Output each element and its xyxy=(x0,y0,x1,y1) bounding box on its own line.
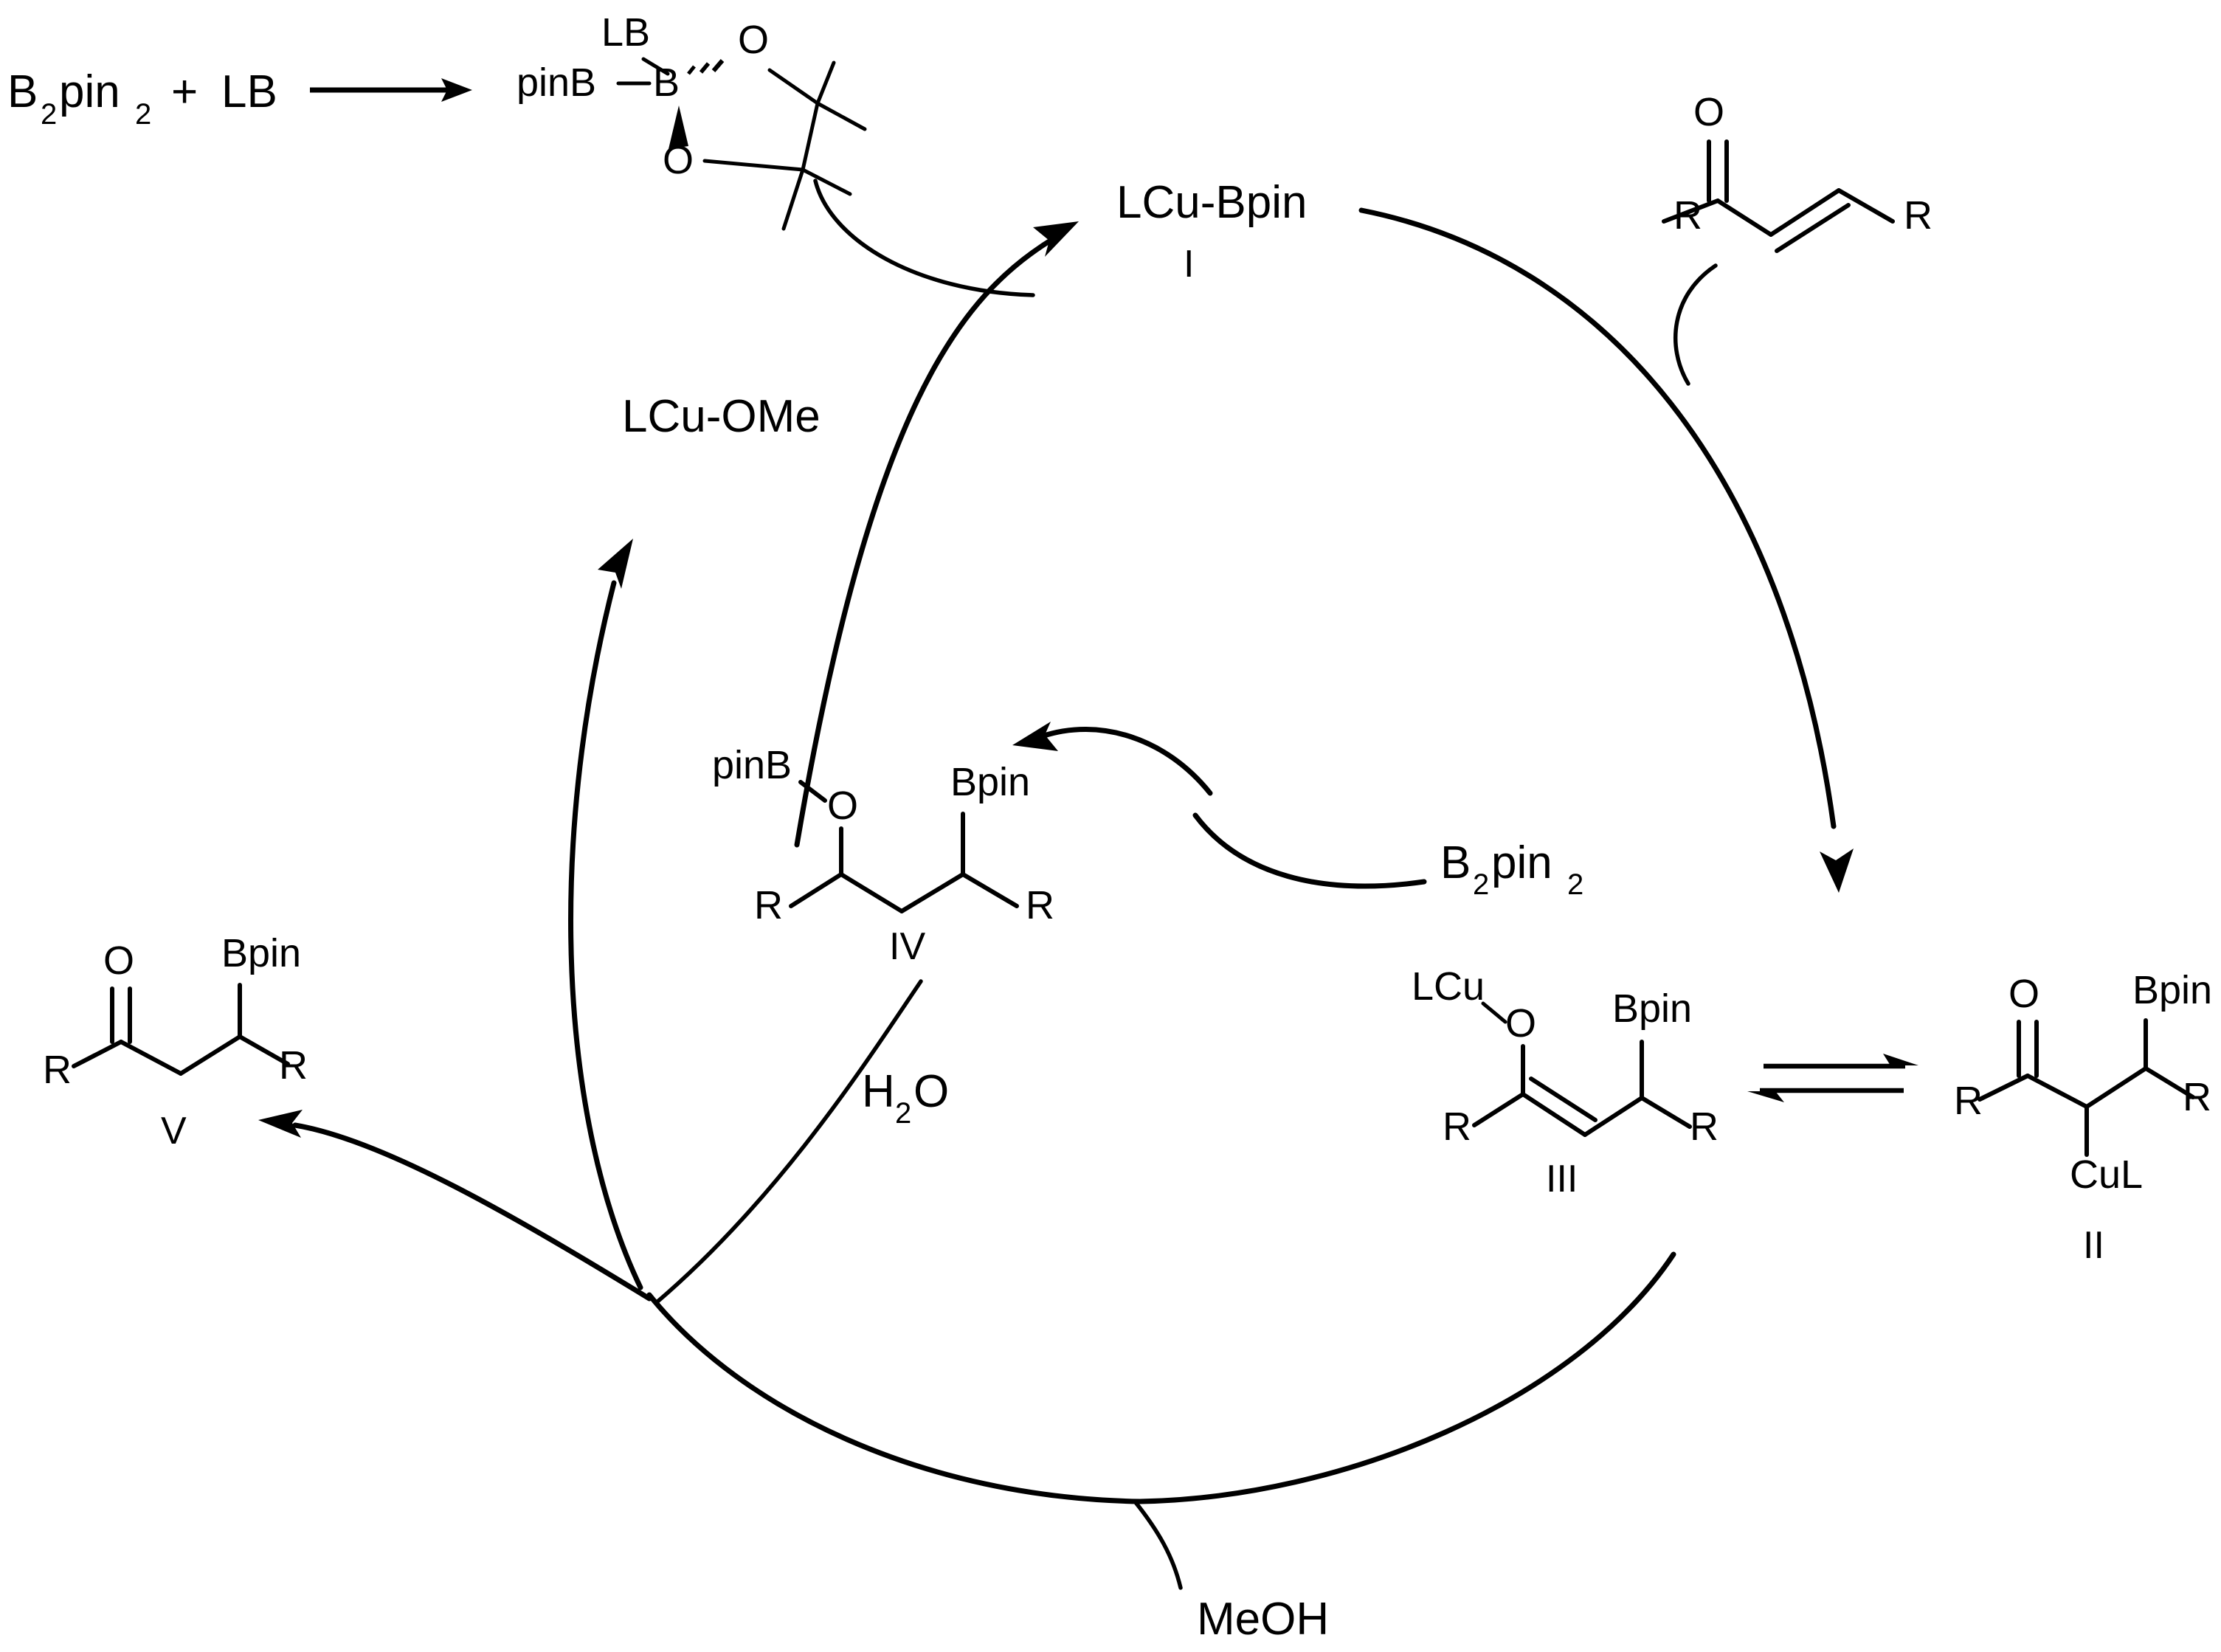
iii-oxygen-label: O xyxy=(1505,1001,1536,1046)
v-numeral: V xyxy=(161,1110,187,1152)
v-oxygen-label: O xyxy=(103,939,134,983)
iv-oxygen-label: O xyxy=(827,784,858,828)
intermediate-iv-structure: pinB O Bpin R R IV xyxy=(712,743,1054,968)
lcu-bpin-label: LCu-Bpin xyxy=(1116,177,1307,228)
arrow-to-product-v xyxy=(258,1110,652,1302)
water-label: H 2 O xyxy=(862,1066,949,1130)
v-r-left-label: R xyxy=(43,1048,72,1092)
arrow-back-to-lcuome xyxy=(568,539,643,1290)
iv-bpin-label: Bpin xyxy=(950,760,1030,804)
product-v-structure: O Bpin R R V xyxy=(43,931,308,1152)
ii-numeral: II xyxy=(2083,1224,2104,1267)
ii-r-left-label: R xyxy=(1954,1079,1983,1123)
b2pin2-label-main: B xyxy=(7,66,38,117)
intermediate-ii-structure: O Bpin R R CuL II xyxy=(1954,968,2212,1267)
iv-pinb-label: pinB xyxy=(712,743,792,787)
iii-r-left-label: R xyxy=(1443,1105,1471,1149)
iv-numeral: IV xyxy=(889,925,925,968)
v-bpin-label: Bpin xyxy=(221,931,301,975)
ii-bpin-label: Bpin xyxy=(2132,968,2212,1012)
methanol-feeder-hook xyxy=(1133,1499,1183,1590)
enone-r-right-label: R xyxy=(1904,193,1932,238)
water-arc xyxy=(654,979,923,1304)
adduct-lb-label: LB xyxy=(601,10,650,55)
iii-bpin-label: Bpin xyxy=(1612,986,1692,1031)
b2pin2-mid-sub2: 2 xyxy=(1567,868,1583,901)
arrow-lcuome-to-lcubpin xyxy=(794,221,1079,848)
water-main1: H xyxy=(862,1066,895,1117)
main-cycle-arc-bottom xyxy=(646,1251,1676,1504)
main-cycle-arc-top-right xyxy=(1358,207,1854,893)
b2pin2-label-tail: pin xyxy=(59,66,120,117)
lb-b2pin2-adduct-structure: LB pinB B O O xyxy=(517,10,867,231)
arrow-b2pin2-into-cycle xyxy=(1192,812,1427,889)
arrow-cycle-to-iv xyxy=(1012,722,1213,796)
b2pin2-mid-main1: B xyxy=(1440,837,1471,888)
iv-r-right-label: R xyxy=(1026,883,1054,927)
water-main2: O xyxy=(913,1066,949,1117)
iii-lcu-label: LCu xyxy=(1412,964,1485,1009)
enone-feeder-hook xyxy=(1673,263,1718,386)
methanol-label: MeOH xyxy=(1197,1594,1329,1645)
b2pin2-mid-main2: pin xyxy=(1491,837,1552,888)
iv-r-left-label: R xyxy=(754,883,783,927)
reagent-equation: B 2 pin 2 + LB xyxy=(7,66,472,131)
enone-oxygen-label: O xyxy=(1693,90,1724,134)
lcu-ome-label: LCu-OMe xyxy=(622,391,821,442)
equilibrium-arrow-icon xyxy=(1747,1054,1918,1102)
plus-sign: + xyxy=(171,66,198,117)
lcu-bpin-numeral: I xyxy=(1184,243,1194,286)
b2pin2-label-sub2: 2 xyxy=(135,98,151,131)
enone-substrate-structure: O R R xyxy=(1662,90,1932,253)
ii-oxygen-label: O xyxy=(2008,972,2039,1016)
hashed-bond-to-top-oxygen xyxy=(687,59,725,75)
wedge-bond-to-bottom-oxygen xyxy=(669,106,688,149)
ii-r-right-label: R xyxy=(2183,1075,2211,1119)
b2pin2-reagent-label: B 2 pin 2 xyxy=(1440,837,1583,901)
adduct-pinb-label: pinB xyxy=(517,61,596,105)
lb-reactant-label: LB xyxy=(221,66,277,117)
adduct-o-top-label: O xyxy=(738,18,769,62)
iii-numeral: III xyxy=(1546,1158,1578,1200)
water-sub: 2 xyxy=(895,1097,911,1130)
iii-r-right-label: R xyxy=(1690,1105,1719,1149)
reaction-arrow-icon xyxy=(310,78,472,102)
b2pin2-mid-sub1: 2 xyxy=(1473,868,1489,901)
ii-cul-label: CuL xyxy=(2070,1152,2143,1197)
b2pin2-label-sub1: 2 xyxy=(41,98,57,131)
intermediate-iii-structure: LCu O Bpin R R III xyxy=(1412,964,1719,1200)
v-r-right-label: R xyxy=(279,1043,308,1088)
